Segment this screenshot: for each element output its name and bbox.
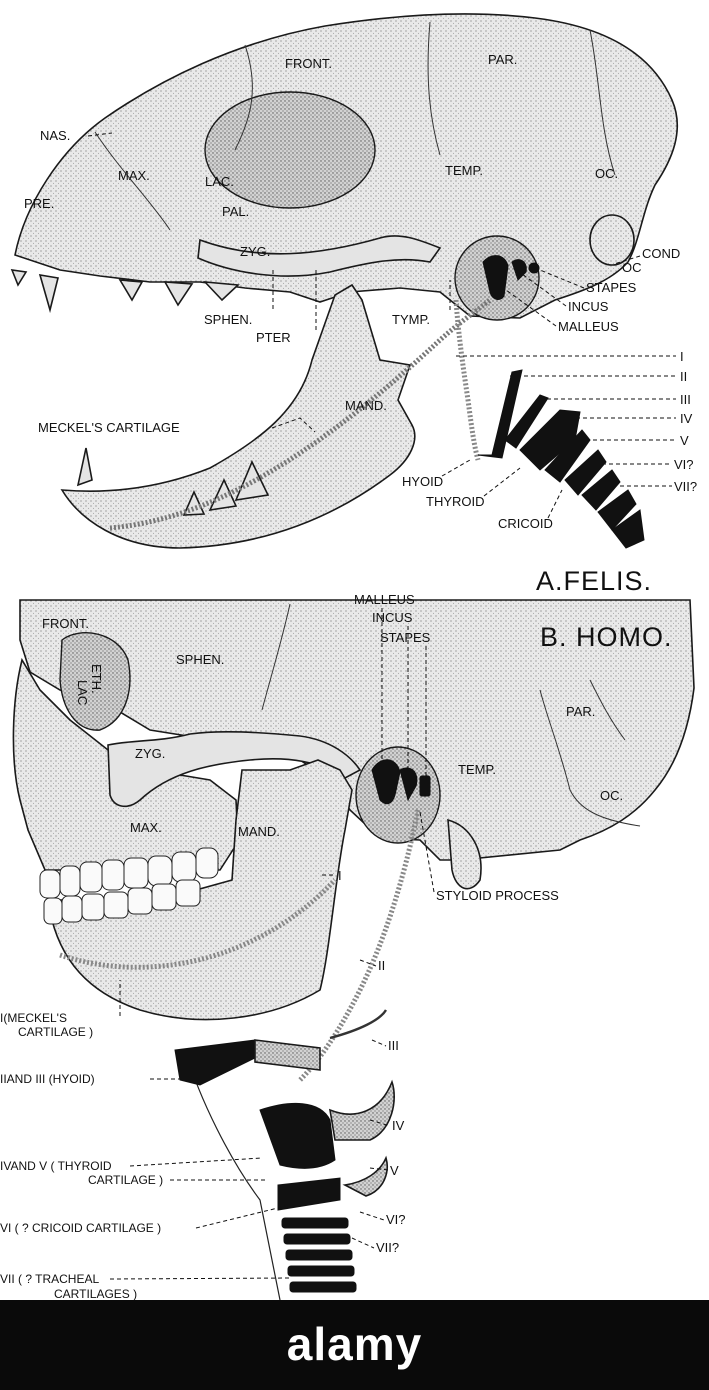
felis-label-meckel: MECKEL'S CARTILAGE [38, 420, 180, 435]
homo-arch-vii: VII? [376, 1240, 399, 1255]
homo-label-hyoid: IIAND III (HYOID) [0, 1072, 95, 1086]
felis-label-temp: TEMP. [445, 163, 483, 178]
felis-mandible [60, 283, 416, 549]
homo-arch-iii: III [388, 1038, 399, 1053]
homo-malleus [371, 759, 401, 805]
homo-arch-iv: IV [392, 1118, 405, 1133]
felis-label-zyg: ZYG. [240, 244, 270, 259]
felis-label-pal: PAL. [222, 204, 249, 219]
homo-label-par: PAR. [566, 704, 595, 719]
homo-caption: B. HOMO. [540, 622, 673, 652]
felis-label-lac: LAC. [205, 174, 234, 189]
felis-occipital-condyle [589, 214, 635, 266]
felis-label-pre: PRE. [24, 196, 54, 211]
homo-label-eth: ETH. [89, 664, 104, 694]
homo-arch-v-cartilage [342, 1155, 388, 1197]
felis-zygomatic-arch [197, 235, 442, 277]
homo-teeth [39, 847, 219, 925]
felis-label-oc: OC. [595, 166, 618, 181]
felis-larynx [477, 369, 645, 549]
homo-stapes [419, 775, 431, 797]
homo-arch-v: V [390, 1163, 399, 1178]
homo-label-thyroid-1: IVAND V ( THYROID [0, 1159, 112, 1173]
homo-arch-i: I [338, 868, 342, 883]
homo-label-max: MAX. [130, 820, 162, 835]
homo-label-meckel-1: I(MECKEL'S [0, 1011, 67, 1025]
felis-drawing [10, 13, 679, 549]
felis-label-incus: INCUS [568, 299, 609, 314]
felis-labels: FRONT. PAR. NAS. MAX. LAC. PRE. PAL. TEM… [24, 52, 697, 531]
felis-arch-iv: IV [680, 411, 693, 426]
felis-lower-teeth [76, 447, 270, 516]
felis-malleus [482, 255, 509, 300]
felis-arch-ii [453, 299, 481, 461]
felis-label-thyroid: THYROID [426, 494, 485, 509]
homo-arch-ii: II [378, 958, 385, 973]
homo-label-oc: OC. [600, 788, 623, 803]
brand-logo: alamy [286, 1318, 423, 1370]
homo-label-lac: LAC [75, 680, 90, 705]
homo-mastoid [447, 818, 482, 890]
homo-label-zyg: ZYG. [135, 746, 165, 761]
felis-label-max: MAX. [118, 168, 150, 183]
homo-hyoid-body [174, 1039, 256, 1086]
homo-hyoid-horn [254, 1039, 321, 1071]
felis-label-par: PAR. [488, 52, 517, 67]
homo-thyroid-cartilage [259, 1102, 336, 1169]
homo-styloid-arch-ii [298, 809, 421, 1082]
felis-arch-vii: VII? [674, 479, 697, 494]
felis-label-hyoid: HYOID [402, 474, 443, 489]
homo-label-meckel-2: CARTILAGE ) [18, 1025, 93, 1039]
homo-label-temp: TEMP. [458, 762, 496, 777]
homo-label-cricoid: VI ( ? CRICOID CARTILAGE ) [0, 1221, 161, 1235]
homo-incus [399, 767, 418, 802]
felis-label-nas: NAS. [40, 128, 70, 143]
homo-tracheal-rings [281, 1217, 357, 1293]
felis-label-mand: MAND. [345, 398, 387, 413]
homo-label-malleus: MALLEUS [354, 592, 415, 607]
homo-label-tracheal-2: CARTILAGES ) [54, 1287, 137, 1300]
footer-banner: alamy [0, 1300, 709, 1390]
anatomy-plate: FRONT. PAR. NAS. MAX. LAC. PRE. PAL. TEM… [0, 13, 697, 1300]
homo-meckels-cartilage [59, 878, 337, 970]
homo-orbit [59, 632, 131, 731]
homo-arch-iv-cartilage [328, 1079, 395, 1141]
felis-label-cricoid: CRICOID [498, 516, 553, 531]
homo-drawing [12, 599, 695, 1300]
felis-arch-iii: III [680, 392, 691, 407]
homo-label-front: FRONT. [42, 616, 89, 631]
felis-label-sphen: SPHEN. [204, 312, 252, 327]
homo-label-sphen: SPHEN. [176, 652, 224, 667]
felis-meckels-cartilage [109, 298, 492, 531]
felis-arch-ii-label: II [680, 369, 687, 384]
felis-orbit [204, 91, 376, 209]
homo-label-styloid: STYLOID PROCESS [436, 888, 559, 903]
felis-label-tymp: TYMP. [392, 312, 430, 327]
homo-arch-iii-cartilage [329, 1009, 388, 1040]
felis-label-pter: PTER [256, 330, 291, 345]
felis-stapes [528, 262, 540, 274]
homo-arch-vi: VI? [386, 1212, 406, 1227]
felis-upper-teeth [10, 269, 240, 314]
felis-label-malleus: MALLEUS [558, 319, 619, 334]
skull-diagrams: FRONT. PAR. NAS. MAX. LAC. PRE. PAL. TEM… [0, 13, 697, 1300]
felis-caption: A.FELIS. [536, 566, 652, 596]
homo-label-thyroid-2: CARTILAGE ) [88, 1173, 163, 1187]
homo-cricoid-cartilage [277, 1177, 341, 1211]
homo-label-stapes: STAPES [380, 630, 431, 645]
homo-labels: MALLEUS INCUS STAPES B. HOMO. FRONT. ETH… [0, 592, 673, 1300]
felis-label-cond: COND [642, 246, 680, 261]
felis-arch-i: I [680, 349, 684, 364]
homo-label-tracheal-1: VII ( ? TRACHEAL [0, 1272, 99, 1286]
homo-neck-outline [184, 1049, 281, 1300]
felis-label-stapes: STAPES [586, 280, 637, 295]
felis-arch-v: V [680, 433, 689, 448]
felis-label-front: FRONT. [285, 56, 332, 71]
homo-label-mand: MAND. [238, 824, 280, 839]
felis-label-cond-oc: OC [622, 260, 642, 275]
homo-label-incus: INCUS [372, 610, 413, 625]
felis-arch-vi: VI? [674, 457, 694, 472]
felis-incus [511, 259, 527, 281]
